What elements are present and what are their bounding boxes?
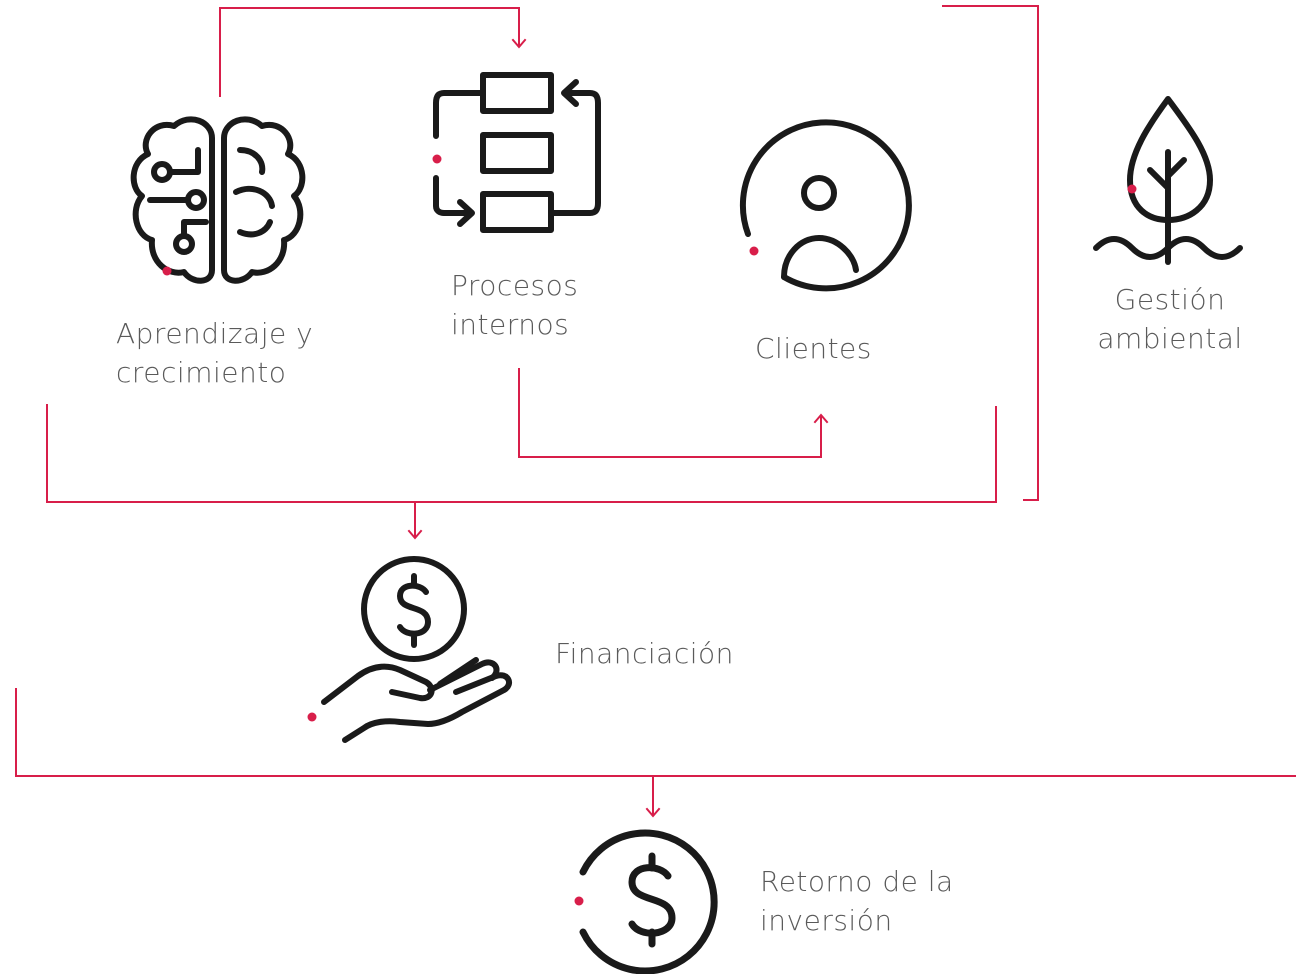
label-financiacion-line1: Financiación <box>555 637 734 670</box>
label-financiacion: Financiación <box>555 634 734 673</box>
process-flow-icon <box>433 72 601 233</box>
hand-accent-dot <box>307 712 317 722</box>
user-circle-icon <box>739 119 912 292</box>
retorno-accent-dot <box>574 896 584 906</box>
hand-coin-icon <box>321 556 513 743</box>
label-procesos-line1: Procesos <box>451 269 579 302</box>
brain-icon <box>130 116 306 284</box>
connector-group-financiacion <box>46 404 997 503</box>
arrowhead-procesos <box>511 38 527 49</box>
label-aprendizaje-line1: Aprendizaje y <box>116 317 314 350</box>
label-retorno: Retorno de la inversión <box>760 862 954 940</box>
plant-accent-dot <box>1127 184 1137 194</box>
clientes-accent-dot <box>749 246 759 256</box>
plant-icon <box>1093 96 1243 265</box>
label-gestion-line1: Gestión <box>1114 283 1226 316</box>
label-aprendizaje-line2: crecimiento <box>116 356 287 389</box>
bracket-gestion-ambiental <box>942 5 1039 501</box>
label-retorno-line2: inversión <box>760 904 893 937</box>
connector-procesos-clientes <box>518 368 822 458</box>
process-accent-dot <box>432 154 442 164</box>
connector-group-retorno <box>15 688 1296 777</box>
arrowhead-retorno <box>645 807 661 818</box>
dollar-circle-icon <box>579 829 718 974</box>
label-procesos-line2: internos <box>451 308 570 341</box>
label-clientes: Clientes <box>755 329 872 368</box>
label-retorno-line1: Retorno de la <box>760 865 954 898</box>
arrowhead-clientes <box>813 413 829 424</box>
label-aprendizaje: Aprendizaje y crecimiento <box>116 314 313 392</box>
label-gestion: Gestión ambiental <box>1090 280 1250 358</box>
label-gestion-line2: ambiental <box>1097 322 1243 355</box>
connector-aprendizaje-procesos <box>219 7 520 97</box>
label-procesos: Procesos internos <box>451 266 578 344</box>
brain-accent-dot <box>162 266 172 276</box>
arrowhead-financiacion <box>407 529 423 540</box>
label-clientes-line1: Clientes <box>755 332 872 365</box>
